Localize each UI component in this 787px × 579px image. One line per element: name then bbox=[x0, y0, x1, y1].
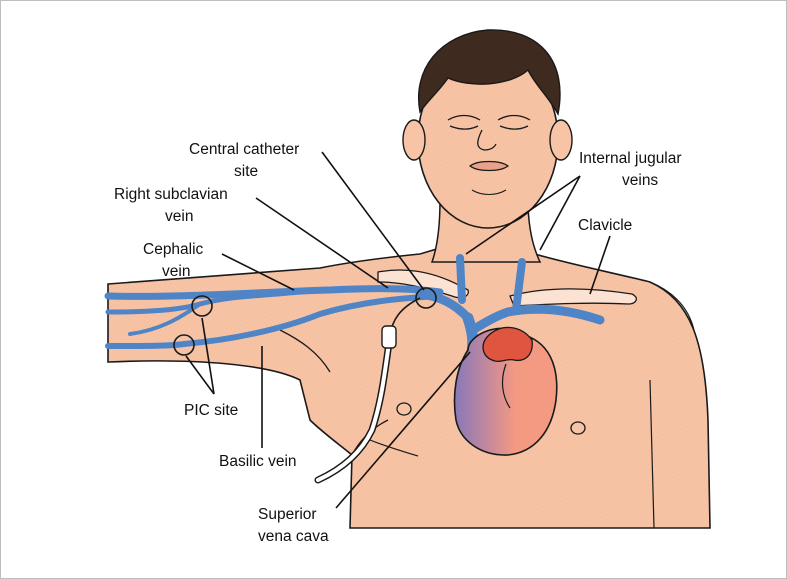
label-superior-vena-cava-line2: vena cava bbox=[258, 528, 329, 545]
nipple-right bbox=[571, 422, 585, 434]
label-cephalic-line2: vein bbox=[162, 263, 190, 280]
catheter-hub bbox=[382, 326, 396, 348]
clavicle-right bbox=[510, 289, 636, 306]
label-central-catheter-line2: site bbox=[234, 163, 258, 180]
label-basilic-vein: Basilic vein bbox=[219, 453, 297, 470]
label-cephalic-line1: Cephalic bbox=[143, 241, 204, 258]
ear-left bbox=[403, 120, 425, 160]
internal-jugular-right bbox=[460, 258, 462, 300]
label-superior-vena-cava-line1: Superior bbox=[258, 506, 317, 523]
label-right-subclavian-line2: vein bbox=[165, 208, 193, 225]
nipple-left bbox=[397, 403, 411, 415]
label-central-catheter-line1: Central catheter bbox=[189, 141, 299, 158]
label-right-subclavian-line1: Right subclavian bbox=[114, 186, 228, 203]
ear-right bbox=[550, 120, 572, 160]
label-internal-jugular-line2: veins bbox=[622, 172, 658, 189]
label-clavicle: Clavicle bbox=[578, 217, 632, 234]
label-internal-jugular-line1: Internal jugular bbox=[579, 150, 682, 167]
label-pic-site: PIC site bbox=[184, 402, 238, 419]
mouth bbox=[470, 162, 508, 171]
